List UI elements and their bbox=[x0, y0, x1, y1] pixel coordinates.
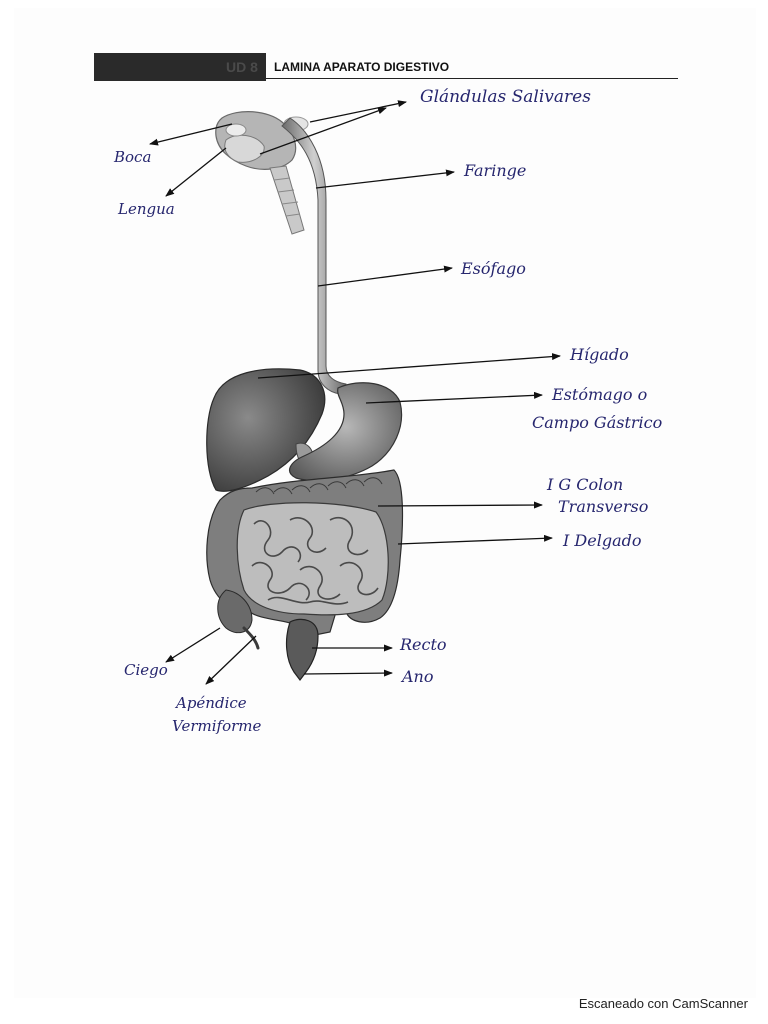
rectum-organ bbox=[285, 618, 319, 681]
worksheet-title: LAMINA APARATO DIGESTIVO bbox=[274, 60, 450, 74]
label-recto: Recto bbox=[399, 635, 447, 654]
label-apendice-line1: Apéndice bbox=[174, 694, 247, 712]
small-intestine-organ bbox=[236, 502, 389, 616]
label-boca: Boca bbox=[113, 148, 151, 166]
leader-arrows bbox=[149, 100, 561, 685]
camscanner-watermark: Escaneado con CamScanner bbox=[578, 996, 748, 1011]
label-delgado: I Delgado bbox=[562, 531, 641, 550]
label-higado: Hígado bbox=[569, 345, 629, 364]
label-ano: Ano bbox=[400, 667, 434, 686]
trachea-organ bbox=[269, 165, 305, 235]
transverse-colon-haustra bbox=[255, 477, 383, 495]
label-faringe: Faringe bbox=[463, 161, 526, 180]
label-glandulas-salivares: Glándulas Salivares bbox=[420, 87, 591, 107]
label-estomago-line1: Estómago o bbox=[551, 385, 647, 404]
header-band bbox=[94, 53, 266, 81]
cecum-organ bbox=[217, 589, 253, 634]
label-lengua: Lengua bbox=[117, 200, 175, 218]
label-colon-line1: I G Colon bbox=[546, 475, 623, 494]
unit-label: UD 8 bbox=[226, 59, 258, 75]
label-estomago-line2: Campo Gástrico bbox=[532, 413, 662, 432]
label-ciego: Ciego bbox=[124, 661, 168, 679]
label-apendice-line2: Vermiforme bbox=[172, 717, 262, 735]
appendix-organ bbox=[242, 626, 260, 650]
label-esofago: Esófago bbox=[460, 259, 526, 278]
header-rule bbox=[266, 78, 678, 79]
liver-organ bbox=[206, 368, 326, 492]
label-colon-line2: Transverso bbox=[558, 497, 648, 516]
mouth-head-organ bbox=[215, 111, 309, 170]
